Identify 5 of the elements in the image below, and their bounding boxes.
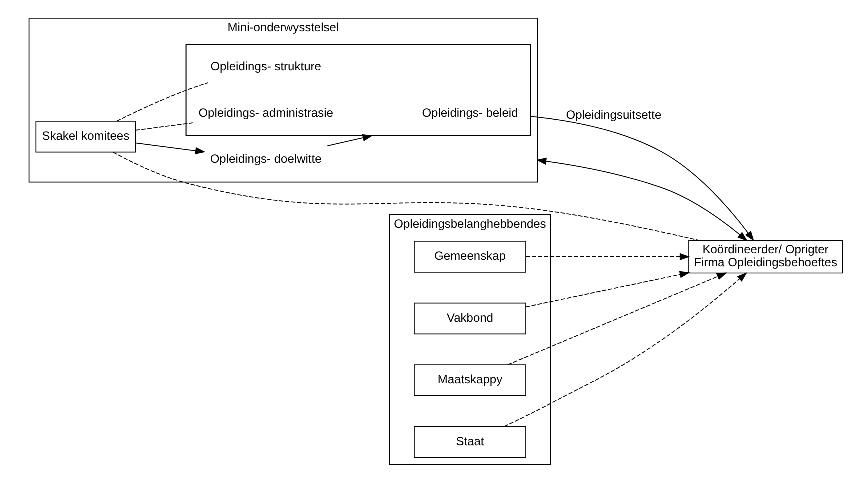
node-text: Opleidings- beleid xyxy=(422,106,518,120)
node-text: Opleidings- doelwitte xyxy=(210,152,322,166)
edge-label: Opleidingsuitsette xyxy=(566,108,662,122)
node-text: Opleidings- administrasie xyxy=(198,106,334,120)
node-text: Opleidings- strukture xyxy=(210,60,322,74)
